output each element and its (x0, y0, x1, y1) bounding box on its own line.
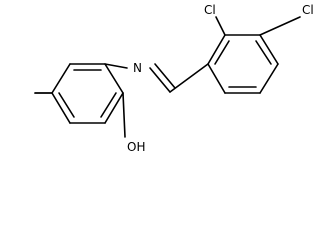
bond (259, 34, 279, 65)
bond (207, 63, 226, 94)
double-bond-inner (100, 92, 117, 118)
chlorine-bond (215, 16, 226, 36)
bond (104, 92, 124, 124)
hydroxyl-label: OH (127, 140, 145, 154)
double-bond-inner (58, 92, 75, 118)
chlorine-ortho-label: Cl (204, 3, 216, 17)
aminophenol-ring (51, 63, 124, 124)
bond (259, 63, 279, 94)
nitrogen-label: N (133, 61, 142, 75)
bond (51, 92, 71, 124)
c-n-bond (104, 63, 128, 69)
imine-double-bond (149, 67, 171, 93)
chlorine-bond (259, 16, 301, 36)
chemical-structure: N Cl Cl OH (34, 3, 314, 154)
imine-double-bond (154, 63, 176, 89)
chlorine-para-label: Cl (302, 3, 314, 17)
bond (51, 63, 71, 94)
ch-ring-bond (169, 63, 209, 93)
bond (207, 34, 226, 65)
hydroxyl-bond (122, 92, 126, 138)
double-bond-inner (214, 40, 230, 65)
double-bond-inner (255, 40, 272, 65)
bond (104, 63, 124, 94)
dichlorophenyl-ring (207, 34, 279, 94)
